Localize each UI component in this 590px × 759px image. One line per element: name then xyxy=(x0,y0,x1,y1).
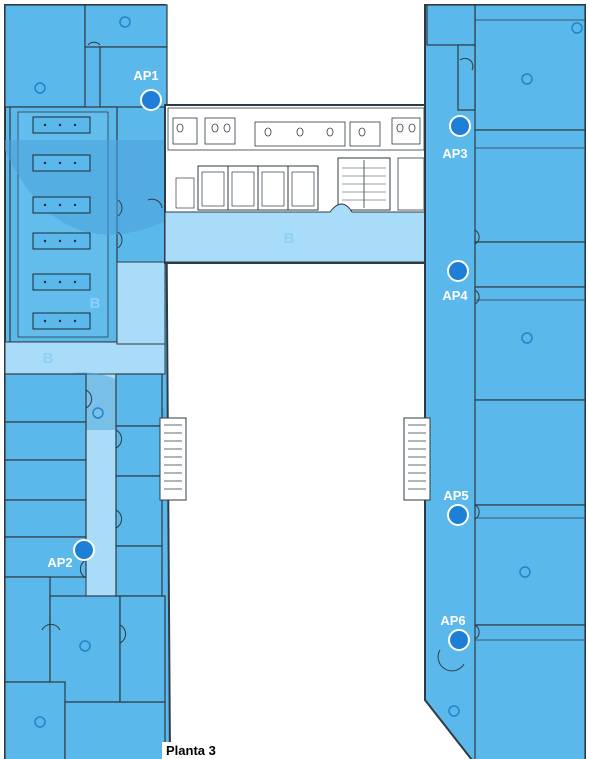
ap-marker-icon xyxy=(449,115,471,137)
ap-marker-icon xyxy=(140,89,162,111)
ap-marker-icon xyxy=(447,260,469,282)
access-point-ap4[interactable]: AP4 xyxy=(442,260,469,303)
access-point-ap2[interactable]: AP2 xyxy=(47,539,95,570)
floor-label: Planta 3 xyxy=(166,743,216,758)
access-point-ap3[interactable]: AP3 xyxy=(442,115,471,161)
left-stairs xyxy=(159,417,187,501)
ap-label: AP5 xyxy=(443,488,468,503)
right-wing xyxy=(424,4,586,759)
ap-marker-icon xyxy=(448,629,470,651)
ap-label: AP6 xyxy=(440,613,465,628)
zone-label-left-corridor: B xyxy=(43,350,54,367)
access-point-ap5[interactable]: AP5 xyxy=(443,488,469,526)
ap-label: AP4 xyxy=(442,288,468,303)
room-markers xyxy=(34,16,583,728)
access-point-ap1[interactable]: AP1 xyxy=(133,68,162,111)
ap-label: AP1 xyxy=(133,68,158,83)
zone-label-center: B xyxy=(284,230,295,247)
bench-dots xyxy=(43,123,77,323)
ap-label: AP2 xyxy=(47,555,72,570)
right-stairs xyxy=(403,417,431,501)
lab-benches xyxy=(32,116,91,330)
access-point-ap6[interactable]: AP6 xyxy=(440,613,470,651)
ap-marker-icon xyxy=(73,539,95,561)
zone-label-lab: B xyxy=(90,295,101,312)
floor-label-bg xyxy=(162,742,230,759)
ap-label: AP3 xyxy=(442,146,467,161)
center-bridge xyxy=(164,104,428,264)
ap-marker-icon xyxy=(447,504,469,526)
